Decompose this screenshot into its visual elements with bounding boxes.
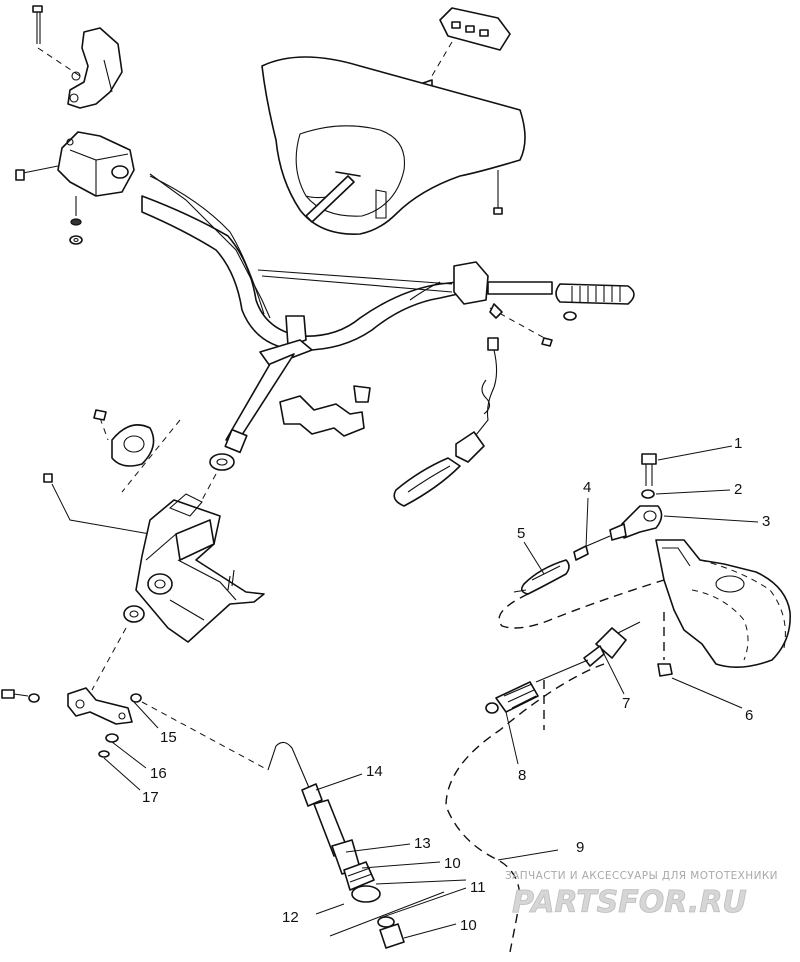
callout-12: 12 (282, 909, 299, 926)
callout-5: 5 (517, 525, 525, 542)
callout-17: 17 (142, 789, 159, 806)
watermark-tagline: ЗАПЧАСТИ И АКСЕССУАРЫ ДЛЯ МОТОТЕХНИКИ (505, 870, 778, 882)
callout-8: 8 (518, 767, 526, 784)
callout-9: 9 (576, 839, 584, 856)
callout-16: 16 (150, 765, 167, 782)
tether-switch (393, 337, 499, 507)
handlebar (141, 173, 635, 351)
mounting-bracket (67, 27, 123, 109)
callout-6: 6 (745, 707, 753, 724)
switch-module (419, 7, 511, 97)
hood-fairing (261, 56, 526, 235)
callout-3: 3 (762, 513, 770, 530)
callout-10-lower: 10 (460, 917, 477, 934)
cable-adjuster (445, 612, 673, 953)
callout-4: 4 (583, 479, 591, 496)
cable-bracket (279, 385, 371, 437)
throttle-housing (15, 131, 135, 245)
callout-2: 2 (734, 481, 742, 498)
steering-support (43, 473, 265, 691)
brake-housing (655, 539, 791, 668)
callout-14: 14 (366, 763, 383, 780)
throttle-cable (141, 701, 405, 949)
callout-13: 13 (414, 835, 431, 852)
callout-7: 7 (622, 695, 630, 712)
callout-11-upper: 11 (470, 879, 486, 896)
cable-right (498, 453, 701, 629)
callout-labels: 1 2 3 4 5 6 7 8 9 15 16 17 14 13 10 11 1… (142, 435, 770, 934)
watermark-logo: PARTSFOR.RU (512, 885, 747, 920)
bearing-flange (93, 409, 181, 493)
callout-1: 1 (734, 435, 742, 452)
cable-upper (149, 175, 441, 315)
callout-10-upper: 10 (444, 855, 461, 872)
steering-post (201, 315, 313, 501)
throttle-lever (1, 687, 142, 758)
watermark: ЗАПЧАСТИ И АКСЕССУАРЫ ДЛЯ МОТОТЕХНИКИ PA… (505, 870, 778, 920)
bolt-top-left (32, 5, 81, 77)
leader-lines (103, 445, 759, 939)
callout-15: 15 (160, 729, 177, 746)
